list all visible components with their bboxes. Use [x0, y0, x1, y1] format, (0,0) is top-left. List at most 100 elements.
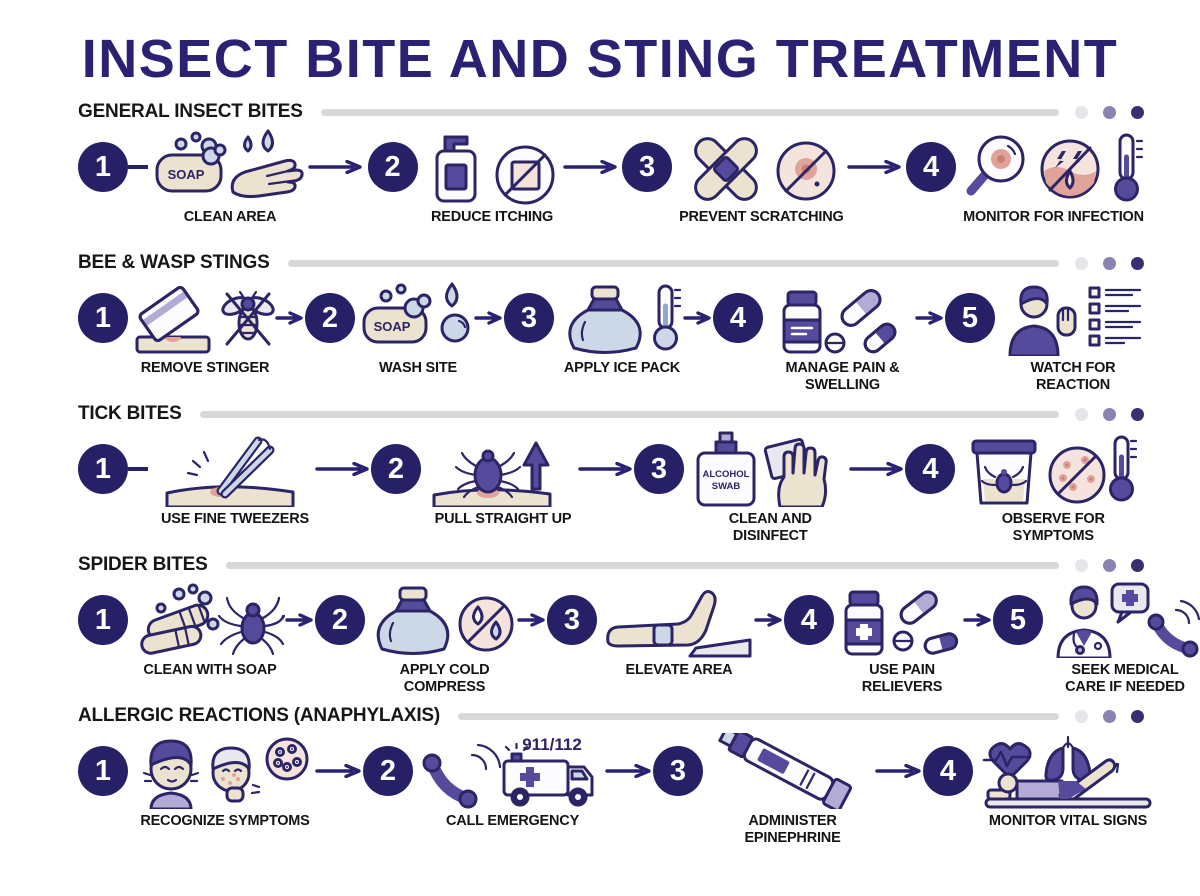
no-bee-icon	[221, 291, 275, 346]
arrow-right-icon	[315, 764, 361, 779]
arrow-right-icon	[849, 462, 904, 477]
section-heading: GENERAL INSECT BITES	[78, 101, 303, 123]
step-label: MONITOR FOR INFECTION	[963, 209, 1144, 226]
step-label: REMOVE STINGER	[140, 360, 270, 377]
step-number: 5	[945, 293, 995, 344]
step-label: SEEK MEDICAL CARE IF NEEDED	[1065, 662, 1185, 695]
arrow-right-icon	[315, 462, 369, 477]
tick-jar-icon	[971, 439, 1037, 505]
step-number: 4	[906, 142, 957, 193]
section-heading: BEE & WASP STINGS	[78, 252, 270, 274]
step-label: MONITOR VITAL SIGNS	[988, 813, 1148, 830]
step-clean-with-soap: 1	[78, 582, 285, 678]
arrow-right-icon	[754, 613, 782, 628]
ambulance-icon	[502, 743, 594, 807]
step-label: APPLY COLD COMPRESS	[399, 662, 490, 695]
wash-site-icons: SOAP	[362, 282, 470, 344]
step-monitor-infection: 4	[906, 129, 1144, 225]
step-label: CLEAN AND DISINFECT	[728, 511, 812, 544]
prevent-scratching-icons	[693, 137, 836, 202]
svg-text:911/112: 911/112	[522, 735, 582, 754]
step-number: 2	[371, 444, 421, 495]
step-label: CLEAN WITH SOAP	[143, 662, 277, 679]
step-label: REDUCE ITCHING	[430, 209, 554, 226]
administer-epinephrine-icons	[718, 733, 852, 810]
step-label: PREVENT SCRATCHING	[679, 209, 844, 226]
elevated-leg-icon	[606, 590, 752, 658]
steps-row: 1	[78, 280, 1144, 393]
dot-icon	[1103, 709, 1116, 723]
svg-text:SOAP: SOAP	[168, 167, 205, 182]
reduce-itching-icons	[435, 135, 555, 205]
step-remove-stinger: 1	[78, 280, 275, 376]
hives-spots-icon	[265, 737, 309, 781]
dot-icon	[1131, 558, 1144, 572]
step-seek-medical-care: 5	[993, 582, 1200, 695]
section-heading: ALLERGIC REACTIONS (ANAPHYLAXIS)	[78, 705, 440, 727]
arrow-right-icon	[285, 613, 313, 628]
step-clean-area: 1 SOAP	[78, 129, 305, 225]
dot-icon	[1075, 407, 1088, 421]
dot-icon	[1103, 407, 1116, 421]
arrow-right-icon	[683, 311, 711, 326]
svg-text:SOAP: SOAP	[374, 319, 411, 334]
pull-up-icons	[432, 441, 552, 508]
divider-line	[199, 410, 1059, 418]
arrow-right-icon	[474, 311, 502, 326]
observe-symptoms-icons	[971, 435, 1138, 505]
monitor-vitals-icons	[982, 736, 1152, 809]
svg-text:SWAB: SWAB	[712, 481, 741, 492]
step-reduce-itching: 2 REDUCE ITCHING	[367, 129, 560, 226]
dot-icon	[1131, 256, 1144, 270]
medical-chat-icon	[1110, 582, 1150, 624]
thermometer-icon	[653, 284, 682, 351]
remove-stinger-icons	[135, 286, 275, 354]
step-observe-symptoms: 4	[905, 431, 1144, 544]
arrow-right-icon	[963, 613, 991, 628]
arrow-right-icon	[915, 311, 943, 326]
steps-row: 1	[78, 582, 1200, 695]
call-emergency-icons: 911/112	[422, 735, 594, 809]
step-label: CALL EMERGENCY	[445, 813, 580, 830]
thermometer-icon	[1109, 435, 1138, 502]
checklist-icon	[1088, 286, 1142, 347]
ice-pack-icon	[568, 285, 642, 355]
washing-hands-icon	[140, 583, 220, 656]
lungs-icon	[1044, 736, 1092, 783]
page-title: INSECT BITE AND STING TREATMENT	[81, 29, 1119, 89]
dot-icon	[1075, 709, 1088, 723]
hives-face-icon	[211, 746, 261, 803]
step-number: 4	[923, 746, 973, 797]
magnifier-bite-icon	[966, 135, 1025, 196]
manage-pain-icons	[782, 289, 897, 354]
step-number: 1	[78, 444, 128, 495]
decorative-dots	[1075, 256, 1144, 270]
washing-hand-icon	[230, 129, 304, 199]
tweezers-skin-icon	[165, 436, 295, 508]
section-header: GENERAL INSECT BITES	[78, 98, 1144, 126]
section-header: BEE & WASP STINGS	[78, 249, 1144, 277]
step-number: 2	[363, 746, 413, 797]
step-label: USE FINE TWEEZERS	[160, 511, 310, 528]
phone-call-icon	[1147, 600, 1200, 658]
section-header: TICK BITES	[78, 400, 1144, 428]
decorative-dots	[1075, 105, 1144, 119]
step-prevent-scratching: 3	[622, 129, 844, 225]
medicine-bottle-icon	[782, 290, 822, 354]
divider-line	[225, 561, 1059, 569]
swollen-face-icon	[142, 739, 200, 810]
decorative-dots	[1075, 407, 1144, 421]
person-raising-hand-icon	[1008, 285, 1077, 357]
arrow-right-icon	[517, 613, 545, 628]
connector-dash	[128, 165, 148, 170]
step-cold-compress: 2	[315, 582, 517, 695]
step-label: ELEVATE AREA	[625, 662, 733, 679]
step-apply-ice-pack: 3	[504, 280, 683, 376]
step-pull-straight-up: 2 PULL STRAIGHT UP	[371, 431, 578, 527]
dot-icon	[1103, 558, 1116, 572]
step-number: 2	[367, 142, 418, 193]
clean-disinfect-icons: ALCOHOL SWAB	[696, 431, 828, 508]
spider-icon	[217, 597, 285, 656]
decorative-dots	[1075, 558, 1144, 572]
